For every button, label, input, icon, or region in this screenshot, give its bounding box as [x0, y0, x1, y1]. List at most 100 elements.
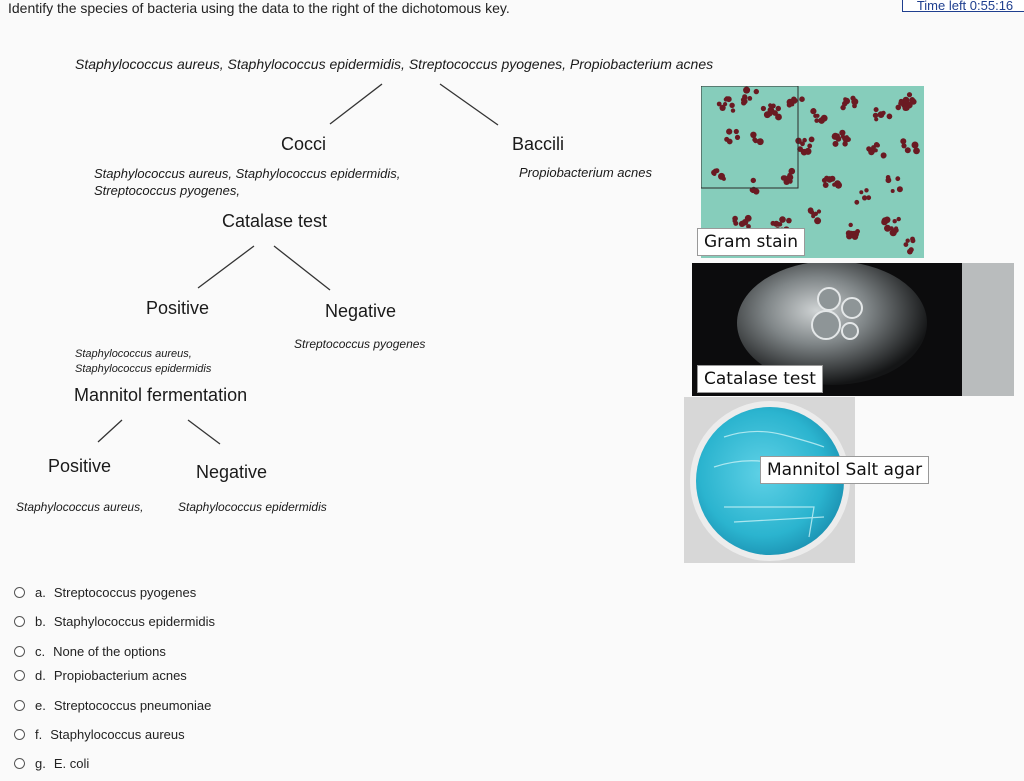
coccus-cell	[901, 143, 907, 149]
coccus-cell	[742, 94, 748, 100]
branch-line-bacilli	[439, 83, 499, 126]
key-root-species: Staphylococcus aureus, Staphylococcus ep…	[75, 56, 714, 72]
coccus-cell	[816, 209, 822, 214]
option-a-radio[interactable]	[14, 587, 25, 598]
coccus-cell	[859, 190, 864, 195]
coccus-cell	[719, 104, 726, 111]
option-f-label[interactable]: Staphylococcus aureus	[50, 727, 185, 742]
coccus-cell	[843, 97, 848, 102]
coccus-cell	[910, 236, 915, 242]
key-mannitol-negative-species: Staphylococcus epidermidis	[178, 500, 327, 514]
option-d-label[interactable]: Propiobacterium acnes	[53, 668, 187, 683]
coccus-cell	[760, 105, 766, 112]
coccus-cell	[741, 219, 749, 226]
option-a-label[interactable]: Streptococcus pyogenes	[53, 585, 197, 600]
option-d-radio[interactable]	[14, 670, 25, 681]
coccus-cell	[726, 138, 733, 145]
coccus-cell	[904, 147, 911, 154]
coccus-cell	[881, 110, 886, 116]
coccus-cell	[799, 96, 805, 102]
coccus-cell	[750, 131, 757, 138]
option-c-radio[interactable]	[14, 646, 25, 657]
catalase-test-photo	[692, 263, 1014, 396]
option-a[interactable]: a. Streptococcus pyogenes	[14, 585, 196, 600]
key-cocci-label: Cocci	[281, 134, 327, 154]
option-g[interactable]: g. E. coli	[14, 756, 89, 771]
option-c-letter: c.	[35, 644, 46, 659]
coccus-cell	[786, 217, 792, 224]
option-g-radio[interactable]	[14, 758, 25, 769]
coccus-cell	[884, 224, 891, 232]
option-e-radio[interactable]	[14, 700, 25, 711]
branch-line-mannitol-negative	[187, 419, 221, 445]
option-f-radio[interactable]	[14, 729, 25, 740]
coccus-cell	[902, 96, 910, 104]
key-mannitol-label: Mannitol fermentation	[74, 385, 248, 405]
coccus-cell	[815, 113, 820, 118]
coccus-cell	[866, 195, 872, 201]
coccus-cell	[821, 177, 828, 183]
coccus-cell	[894, 226, 899, 231]
coccus-cell	[898, 98, 904, 104]
coccus-cell	[800, 141, 805, 147]
coccus-cell	[852, 103, 857, 109]
option-f[interactable]: f. Staphylococcus aureus	[14, 727, 185, 742]
coccus-cell	[829, 175, 836, 182]
mannitol-salt-agar-caption: Mannitol Salt agar	[760, 456, 930, 484]
option-b-radio[interactable]	[14, 616, 25, 627]
key-mannitol-negative: Negative	[196, 462, 268, 482]
option-c-label[interactable]: None of the options	[53, 644, 166, 659]
coccus-cell	[832, 140, 839, 147]
option-c[interactable]: c. None of the options	[14, 644, 166, 659]
coccus-cell	[749, 187, 755, 193]
coccus-cell	[802, 137, 807, 143]
coccus-cell	[848, 222, 853, 228]
coccus-cell	[777, 222, 783, 227]
coccus-cell	[779, 216, 786, 223]
key-bacilli-species: Propiobacterium acnes	[519, 165, 652, 180]
key-catalase-positive: Positive	[146, 298, 210, 318]
coccus-cell	[889, 226, 894, 231]
coccus-cell	[895, 176, 901, 182]
coccus-cell	[775, 105, 781, 112]
key-bacilli-label: Baccili	[512, 134, 565, 154]
coccus-cell	[895, 104, 902, 111]
coccus-cell	[786, 98, 794, 106]
coccus-cell	[872, 112, 879, 119]
option-b[interactable]: b. Staphylococcus epidermidis	[14, 614, 215, 629]
key-catalase-negative: Negative	[325, 301, 397, 321]
coccus-cell	[896, 216, 901, 222]
coccus-cell	[756, 138, 764, 146]
coccus-cell	[902, 104, 909, 111]
key-mannitol-positive: Positive	[48, 456, 112, 476]
key-catalase-label: Catalase test	[222, 211, 328, 231]
coccus-cell	[886, 113, 893, 120]
coccus-cell	[734, 134, 741, 140]
coccus-cell	[767, 107, 773, 113]
coccus-cell	[844, 135, 849, 140]
coccus-cell	[716, 101, 722, 107]
option-g-label[interactable]: E. coli	[53, 756, 90, 771]
option-d[interactable]: d. Propiobacterium acnes	[14, 668, 187, 683]
coccus-cell	[788, 167, 796, 175]
coccus-cell	[881, 217, 889, 225]
coccus-cell	[807, 143, 813, 149]
coccus-cell	[750, 177, 756, 184]
option-b-label[interactable]: Staphylococcus epidermidis	[53, 614, 215, 629]
key-branch-lines	[97, 83, 499, 445]
coccus-cell	[747, 96, 753, 101]
option-e-label[interactable]: Streptococcus pneumoniae	[53, 698, 212, 713]
coccus-cell	[768, 103, 773, 108]
option-b-letter: b.	[35, 614, 46, 629]
coccus-cell	[772, 110, 778, 116]
coccus-cell	[874, 117, 879, 122]
coccus-cell	[869, 147, 876, 154]
coccus-cell	[752, 137, 758, 143]
coccus-cell	[807, 207, 814, 214]
coccus-cell	[910, 98, 917, 105]
key-cocci-species-line2: Streptococcus pyogenes,	[94, 183, 240, 198]
question-text: Identify the species of bacteria using t…	[8, 0, 510, 16]
coccus-cell	[873, 107, 879, 113]
option-e[interactable]: e. Streptococcus pneumoniae	[14, 698, 211, 713]
coccus-cell	[718, 172, 725, 180]
